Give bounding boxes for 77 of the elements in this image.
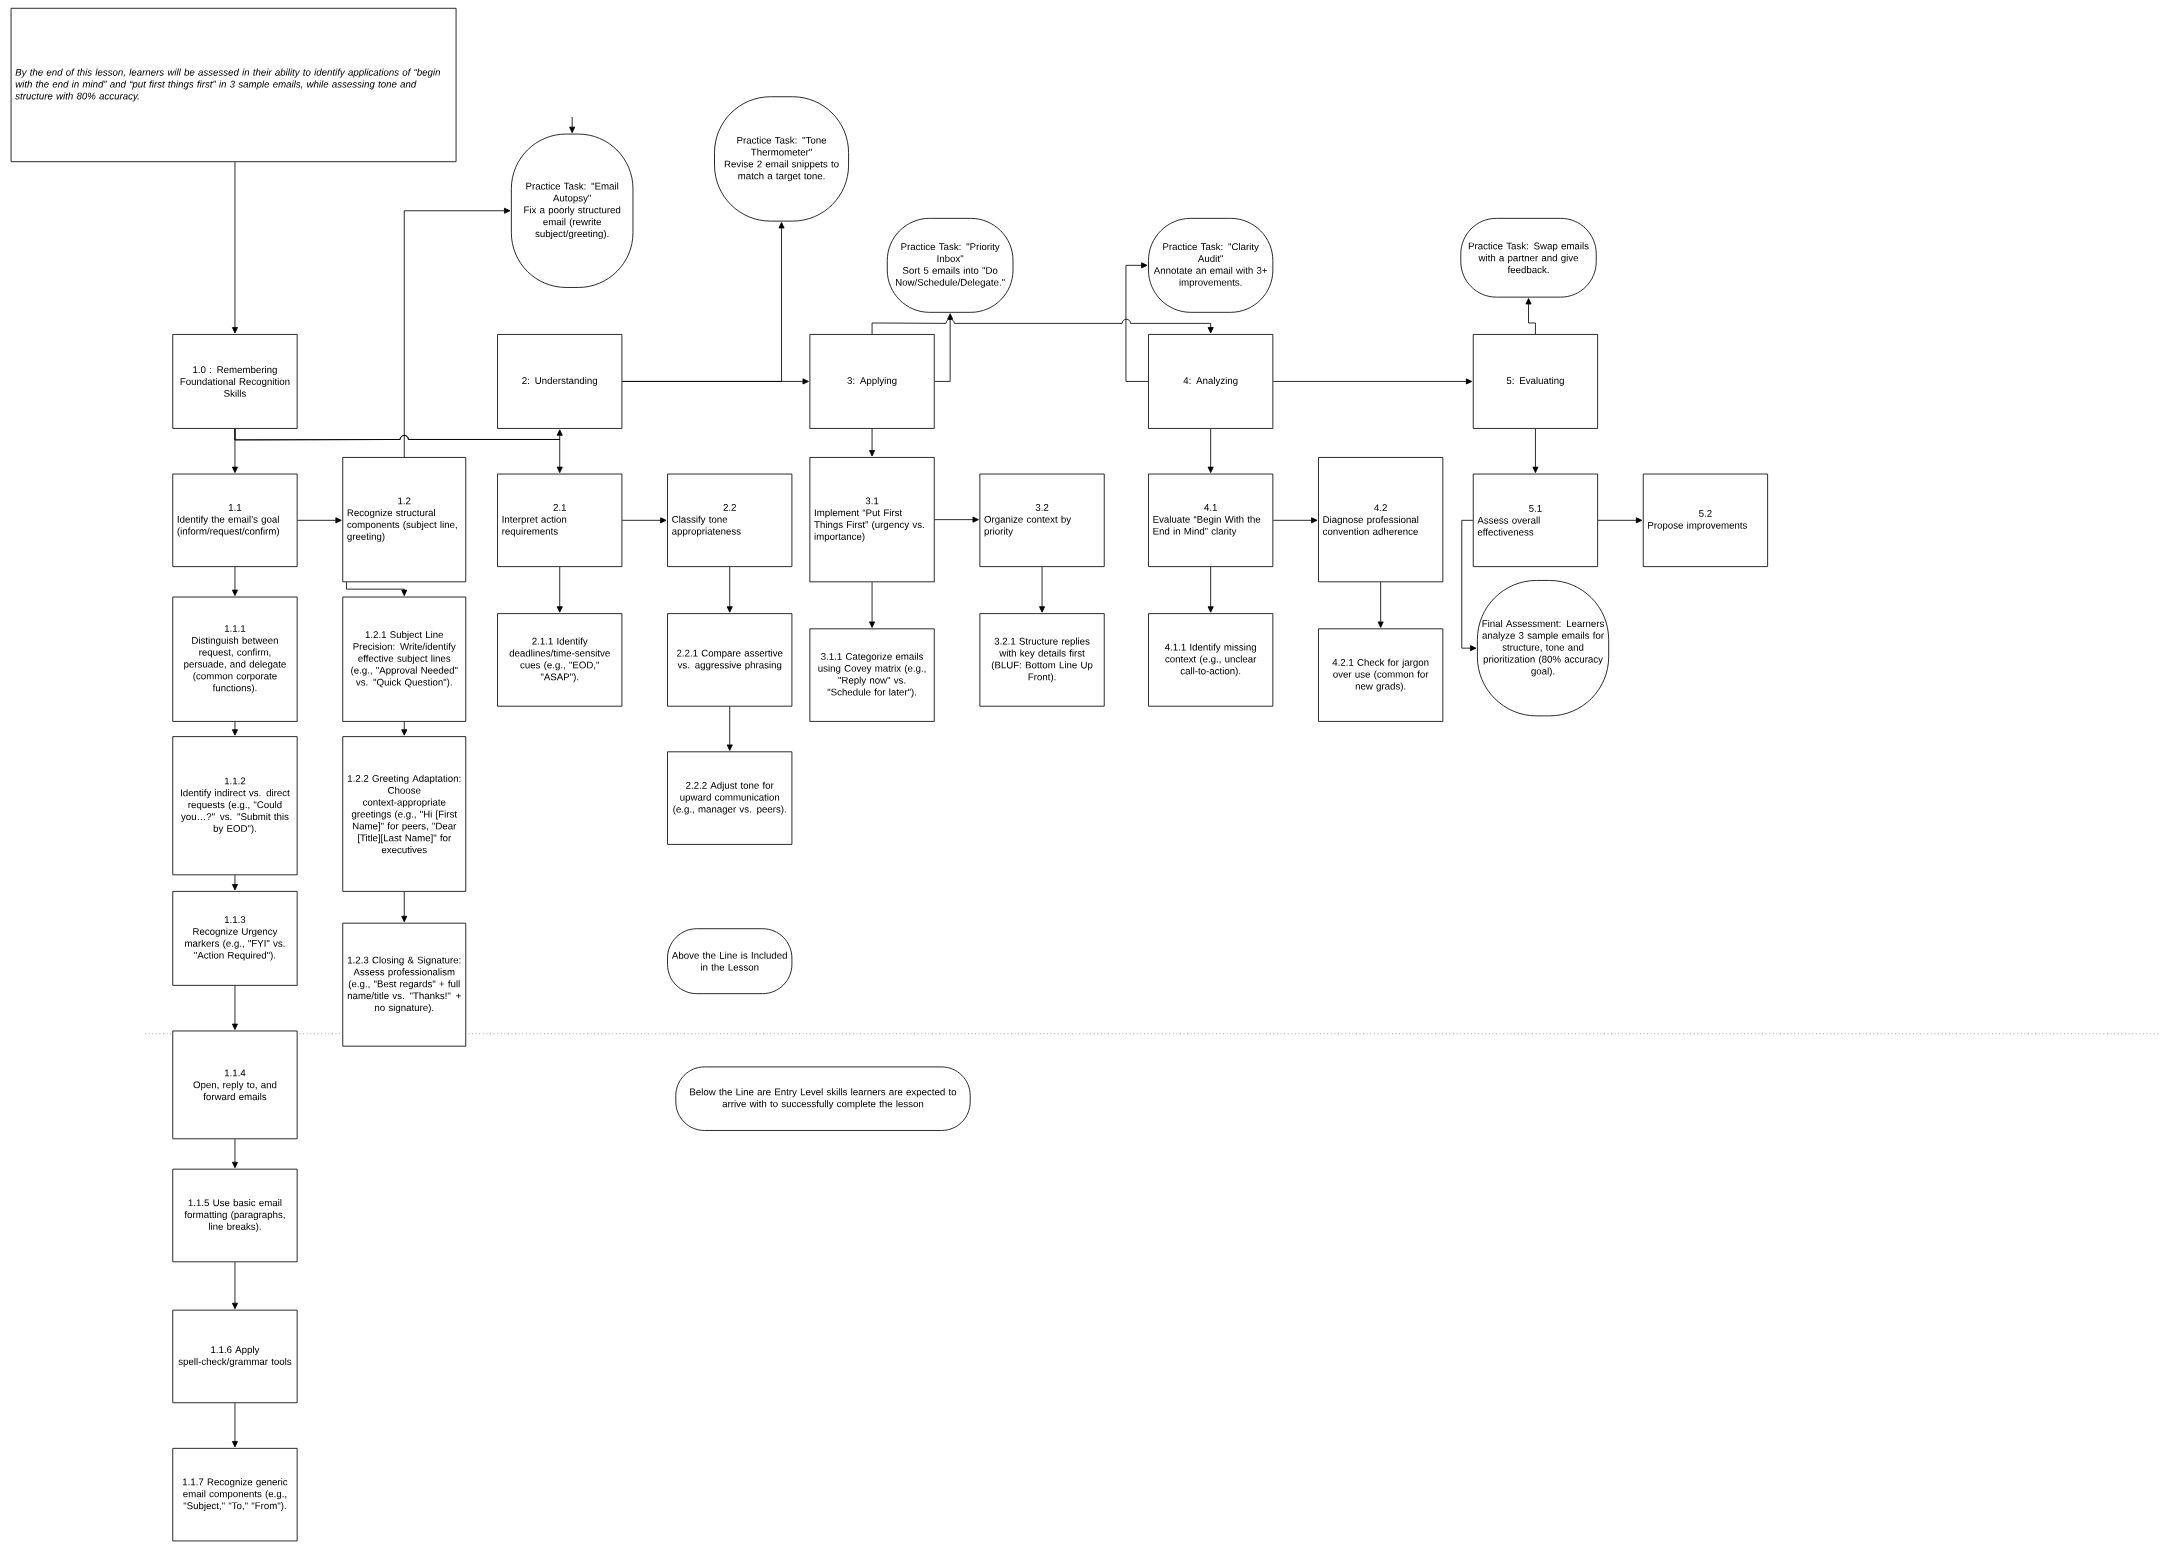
process-box: 1.2.2 Greeting Adaptation: Choose context-appropriate greetings (e.g., "Hi [First Name]" for peers, "Dear [Title][Last Name]" for executives [342, 736, 467, 892]
arrow [1532, 428, 1539, 473]
arrow [234, 428, 563, 473]
process-box: 2: Understanding [497, 334, 623, 429]
arrow [1272, 378, 1473, 385]
task-bubble: Practice Task: "Clarity Audit" Annotate an email with 3+ improvements. [1148, 217, 1274, 313]
arrow [569, 116, 576, 134]
arrow [934, 313, 954, 382]
process-box: 3: Applying [809, 334, 935, 429]
process-box: 1.1.3 Recognize Urgency markers (e.g., "FYI" vs. "Action Required"). [172, 891, 298, 986]
process-box: 3.1 Implement “Put First Things First” (urgency vs. importance) [809, 457, 935, 583]
objective-box: By the end of this lesson, learners will be assessed in their ability to identify applications of “begin with the end in mind” and “put first things first” in 3 sample emails, while assessing tone and structure with 80% accuracy. [10, 7, 457, 163]
arrow [871, 318, 1214, 335]
arrow [556, 566, 563, 613]
arrow [726, 566, 733, 613]
process-box: 4.2 Diagnose professional convention adherence [1318, 457, 1444, 583]
task-bubble: Practice Task: "Email Autopsy" Fix a poorly structured email (rewrite subject/greeting). [510, 133, 634, 288]
arrow [869, 428, 876, 457]
arrow [231, 721, 238, 736]
process-box: 3.2 Organize context by priority [979, 473, 1105, 568]
process-box: 2.1 Interpret action requirements [497, 473, 623, 568]
arrow [231, 161, 238, 334]
process-box: 4.1.1 Identify missing context (e.g., unclear call-to-action). [1148, 613, 1274, 707]
process-box: 1.1.6 Apply spell-check/grammar tools [172, 1309, 298, 1404]
task-bubble: Practice Task: "Tone Thermometer" Revise 2 email snippets to match a target tone. [714, 96, 849, 222]
arrow [621, 517, 667, 524]
arrow [934, 516, 979, 523]
process-box: 4: Analyzing [1148, 334, 1274, 429]
arrow [1597, 517, 1643, 524]
arrow [1461, 519, 1477, 652]
task-bubble: Practice Task: "Priority Inbox" Sort 5 emails into "Do Now/Schedule/Delegate." [886, 217, 1014, 313]
arrow [1039, 566, 1046, 613]
arrow [621, 222, 785, 382]
arrow [1272, 517, 1318, 524]
arrow [403, 207, 511, 458]
note-bubble: Above the Line is Included in the Lesson [667, 928, 793, 995]
process-box: 2.2.1 Compare assertive vs. aggressive phrasing [667, 613, 793, 707]
process-box: 1.1.4 Open, reply to, and forward emails [172, 1030, 298, 1140]
arrow [231, 1261, 238, 1310]
arrow [231, 874, 238, 891]
arrow [231, 1402, 238, 1448]
arrow [346, 581, 408, 596]
note-bubble: Below the Line are Entry Level skills learners are expected to arrive with to successfully complete the lesson [675, 1066, 971, 1131]
process-box: 5.2 Propose improvements [1642, 473, 1769, 568]
process-box: 1.1.7 Recognize generic email components (e.g., "Subject," "To," "From"). [172, 1447, 298, 1542]
process-box: 3.1.1 Categorize emails using Covey matrix (e.g., "Reply now" vs. "Schedule for later"). [809, 628, 935, 722]
arrow [297, 517, 342, 524]
arrow [401, 721, 408, 736]
process-box: 1.2.1 Subject Line Precision: Write/identify effective subject lines (e.g., "Approval Needed" vs. "Quick Question"). [342, 596, 467, 722]
process-box: 1.2.3 Closing & Signature: Assess professionalism (e.g., "Best regards" + full name/title vs. "Thanks!" + no signature). [342, 922, 467, 1047]
arrow [1125, 262, 1149, 382]
process-box: 4.2.1 Check for jargon over use (common for new grads). [1318, 628, 1444, 722]
process-box: 1.0 : Remembering Foundational Recognition Skills [172, 334, 298, 429]
process-box: 2.1.1 Identify deadlines/time-sensitve cues (e.g., "EOD," "ASAP"). [497, 613, 623, 707]
arrow [1525, 298, 1536, 335]
task-bubble: Final Assessment: Learners analyze 3 sample emails for structure, tone and prioritization (80% accuracy goal). [1476, 580, 1610, 717]
process-box: 1.2 Recognize structural components (subject line, greeting) [342, 457, 467, 583]
arrow [231, 1138, 238, 1169]
process-box: 2.2 Classify tone appropriateness [667, 473, 793, 568]
process-box: 4.1 Evaluate “Begin With the End in Mind” clarity [1148, 473, 1274, 568]
arrow [726, 706, 733, 751]
process-box: 1.1 Identify the email’s goal (inform/request/confirm) [172, 473, 298, 568]
arrow [1207, 428, 1214, 473]
process-box: 1.1.5 Use basic email formatting (paragraphs, line breaks). [172, 1168, 298, 1263]
process-box: 1.1.2 Identify indirect vs. direct requests (e.g., "Could you…?" vs. "Submit this by EOD"). [172, 736, 298, 876]
arrow [231, 566, 238, 596]
process-box: 2.2.2 Adjust tone for upward communication (e.g., manager vs. peers). [667, 751, 793, 845]
process-box: 5: Evaluating [1472, 334, 1599, 429]
process-box: 1.1.1 Distinguish between request, confirm, persuade, and delegate (common corporate functions). [172, 596, 298, 722]
arrow [1377, 581, 1384, 628]
task-bubble: Practice Task: Swap emails with a partner and give feedback. [1460, 217, 1597, 298]
process-box: 3.2.1 Structure replies with key details first (BLUF: Bottom Line Up Front). [979, 613, 1105, 707]
arrow [1207, 566, 1214, 613]
arrow [869, 581, 876, 628]
arrow [231, 985, 238, 1030]
process-box: 5.1 Assess overall effectiveness [1472, 473, 1599, 568]
arrow [401, 891, 408, 923]
